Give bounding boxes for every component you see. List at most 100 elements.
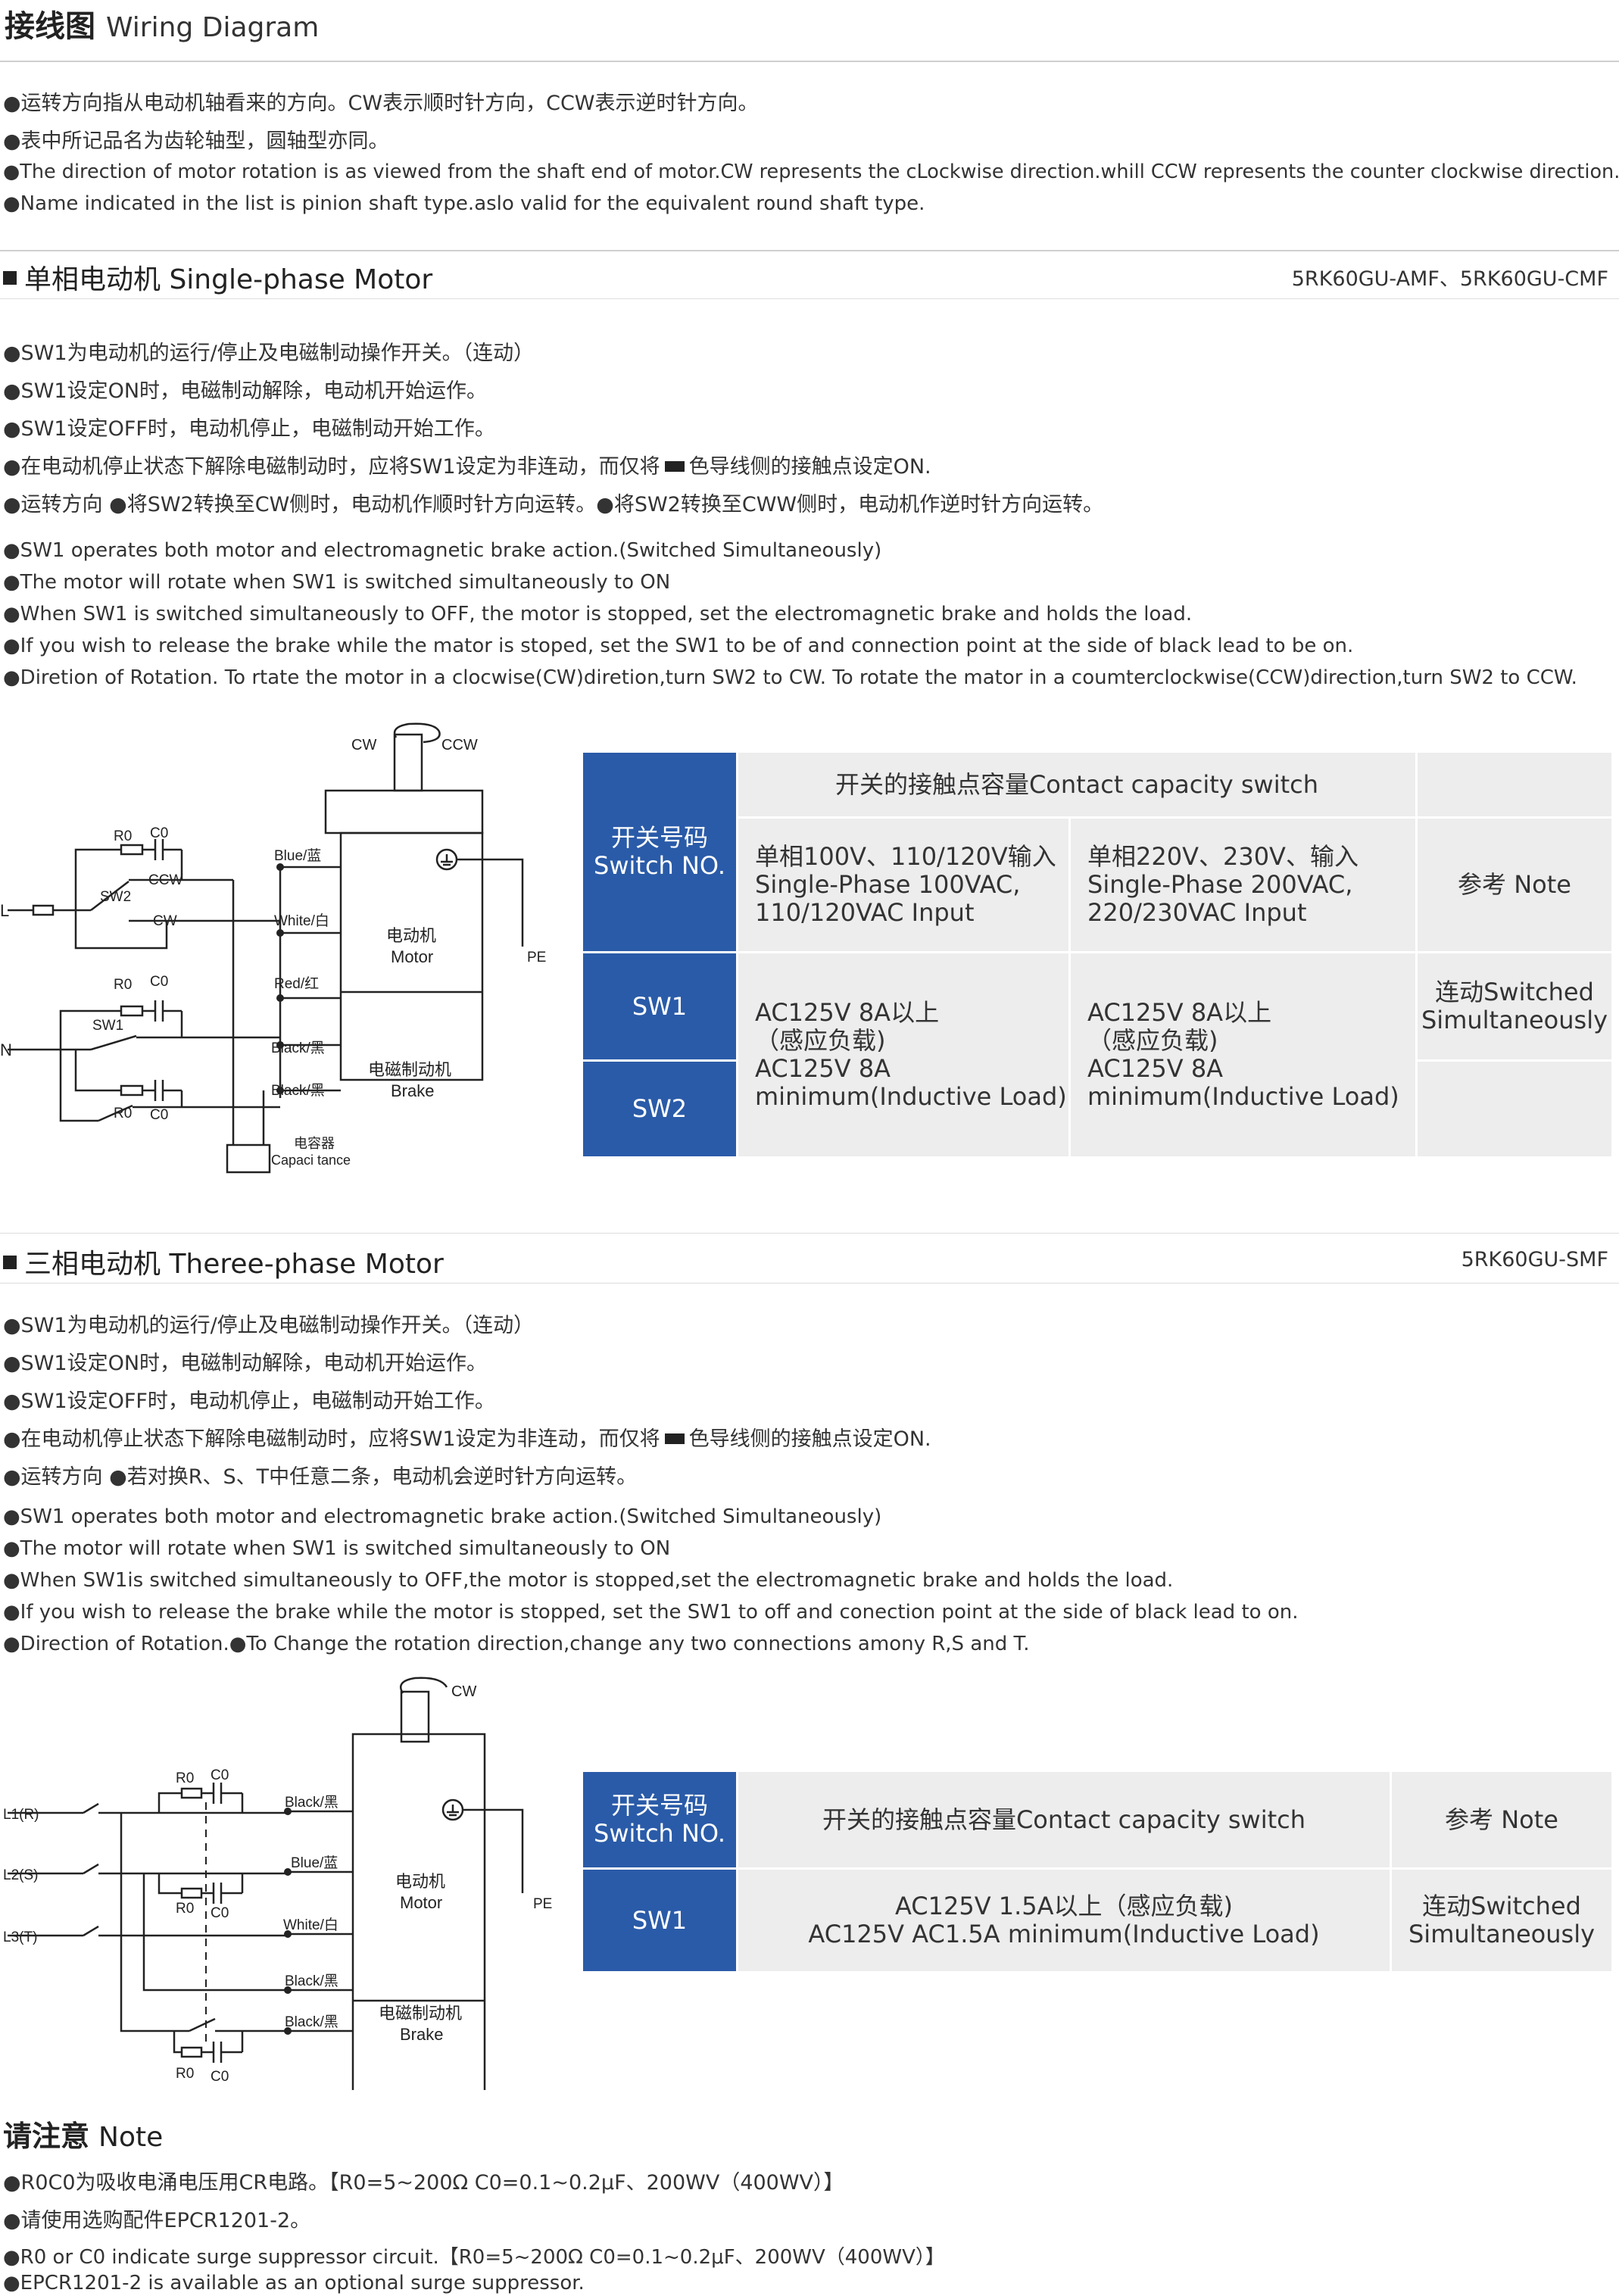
single-phase-wiring-diagram: CW CCW L N R0 C0 CCW SW2 CW R0 C0 SW1 R0… [0,722,546,1174]
intro-line: ●表中所记品名为齿轮轴型，圆轴型亦同。 [3,129,389,153]
divider [0,250,1619,251]
c0-label: C0 [211,1905,229,1921]
motor-label-en: Motor [391,947,433,966]
note-header: 参考 Note [1418,819,1611,951]
three-cn-line: ●运转方向 ●若对换R、S、T中任意二条，电动机会逆时针方向运转。 [3,1465,638,1489]
page-title-en: Wiring Diagram [106,12,320,43]
blue-lead-label: Blue/蓝 [291,1855,338,1871]
r0-label: R0 [176,1901,194,1917]
black-lead-label: Black/黑 [271,1083,325,1099]
note-header: 参考 Note [1392,1772,1611,1867]
note-line: ●请使用选购配件EPCR1201-2。 [3,2209,311,2232]
c0-label: C0 [211,1767,229,1783]
capacitor-label-en: Capaci tance [271,1153,351,1168]
pe-label: PE [527,950,546,966]
single-en-line: ●Diretion of Rotation. To rtate the moto… [3,666,1577,689]
three-cn-line: ●SW1为电动机的运行/停止及电磁制动操作开关。（连动） [3,1314,535,1337]
single-cn-line: ●在电动机停止状态下解除电磁制动时，应将SW1设定为非连动，而仅将色导线侧的接触… [3,455,931,479]
pe-label: PE [533,1896,552,1912]
single-cn-line: ●SW1设定ON时，电磁制动解除，电动机开始运作。 [3,379,488,403]
divider [0,61,1619,62]
cw-label: CW [451,1683,476,1700]
ccw-contact-label: CCW [148,872,182,888]
brake-label-cn: 电磁制动机 [379,2004,462,2023]
single-en-line: ●SW1 operates both motor and electromagn… [3,539,882,562]
red-lead-label: Red/红 [274,975,319,992]
black-lead-swatch [664,460,685,472]
black-lead-label: Black/黑 [271,1040,325,1056]
r0-label: R0 [176,1770,194,1786]
three-en-line: ●If you wish to release the brake while … [3,1601,1299,1624]
note-line: ●R0C0为吸收电涌电压用CR电路。【R0=5~200Ω C0=0.1~0.2μ… [3,2171,844,2195]
motor-label-cn: 电动机 [386,926,436,945]
brake-label-cn: 电磁制动机 [368,1060,451,1079]
single-en-line: ●When SW1 is switched simultaneously to … [3,603,1193,625]
three-cn-line: ●在电动机停止状态下解除电磁制动时，应将SW1设定为非连动，而仅将色导线侧的接触… [3,1427,931,1451]
motor-body [339,831,484,1081]
three-phase-title: 三相电动机 Theree-phase Motor [3,1242,444,1281]
note-header-spacer [1418,753,1611,816]
intro-line: ●The direction of motor rotation is as v… [3,161,1619,183]
r0-label: R0 [114,1106,132,1121]
white-lead-label: White/白 [274,912,329,929]
black-lead-label: Black/黑 [285,2014,338,2030]
black-lead-label: Black/黑 [285,1795,338,1811]
rotation-arrow-icon [400,1677,448,1694]
sw1-row-label: SW1 [583,1870,736,1971]
black-lead-label: Black/黑 [285,1973,338,1989]
three-en-line: ●The motor will rotate when SW1 is switc… [3,1537,671,1560]
black-lead-swatch [664,1433,685,1444]
motor-shaft [393,733,423,792]
note-empty-cell [1418,1062,1611,1156]
motor-label-cn: 电动机 [395,1872,445,1891]
sw1-label: SW1 [92,1018,123,1034]
capacitor [226,1143,271,1174]
single-phase-title: 单相电动机 Single-phase Motor [3,257,432,297]
capacity-header: 开关的接触点容量Contact capacity switch [738,753,1415,816]
three-en-line: ●When SW1is switched simultaneously to O… [3,1569,1174,1592]
intro-line: ●运转方向指从电动机轴看来的方向。CW表示顺时针方向，CCW表示逆时针方向。 [3,92,759,115]
intro-line: ●Name indicated in the list is pinion sh… [3,192,925,215]
square-bullet-icon [3,271,17,285]
single-cn-line: ●SW1为电动机的运行/停止及电磁制动操作开关。（连动） [3,342,535,365]
c0-label: C0 [150,974,168,990]
brake-label-en: Brake [391,1081,434,1100]
sw1-row-label: SW1 [583,953,736,1059]
three-en-line: ●Direction of Rotation.●To Change the ro… [3,1633,1030,1655]
three-cn-line: ●SW1设定ON时，电磁制动解除，电动机开始运作。 [3,1352,488,1375]
l1-label: L1(R) [3,1807,39,1823]
three-phase-wiring-diagram: CW L1(R) L2(S) L3(T) R0 C0 R0 C0 R0 C0 B… [3,1677,552,2090]
rotation-arrow-icon [393,722,441,744]
divider [0,1283,1619,1284]
l-label: L [0,901,9,920]
r0-label: R0 [114,977,132,993]
r0-label: R0 [114,828,132,844]
cw-label: CW [351,737,376,753]
gear-head [324,789,484,834]
capacity-value: AC125V 1.5A以上（感应负载)AC125V AC1.5A minimum… [738,1870,1390,1971]
single-cn-line: ●SW1设定OFF时，电动机停止，电磁制动开始工作。 [3,417,495,441]
three-phase-model: 5RK60GU-SMF [1461,1248,1608,1271]
brake-label-en: Brake [400,2025,443,2044]
capacitor-label-cn: 电容器 [294,1136,335,1151]
sw2-label: SW2 [100,889,131,905]
motor-shaft [400,1690,430,1743]
single-cn-line: ●运转方向 ●将SW2转换至CW侧时，电动机作顺时针方向运转。●将SW2转换至C… [3,493,1104,516]
white-lead-label: White/白 [283,1917,338,1933]
note-line: ●R0 or C0 indicate surge suppressor circ… [3,2246,945,2269]
three-cn-line: ●SW1设定OFF时，电动机停止，电磁制动开始工作。 [3,1390,495,1413]
single-phase-model: 5RK60GU-AMF、5RK60GU-CMF [1291,267,1608,291]
l2-label: L2(S) [3,1867,38,1883]
c0-label: C0 [150,1107,168,1123]
note-line: ●EPCR1201-2 is available as an optional … [3,2272,585,2294]
